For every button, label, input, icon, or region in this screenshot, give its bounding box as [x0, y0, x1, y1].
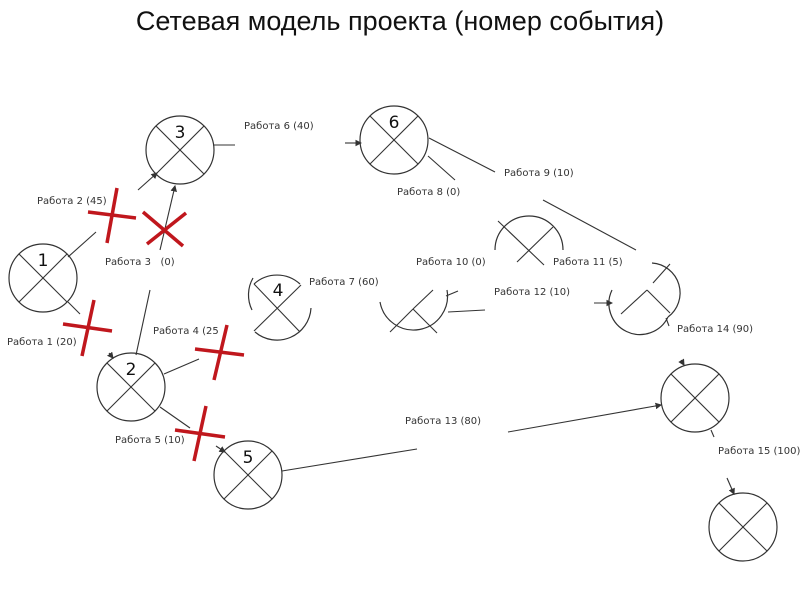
- edge-work-9: [428, 137, 496, 173]
- edge-work-1: [67, 301, 81, 315]
- work-label-2: Работа 2 (45): [37, 196, 107, 207]
- work-label-4: Работа 4 (25: [153, 326, 219, 337]
- event-node-1[interactable]: 1: [8, 243, 78, 313]
- work-label-12: Работа 12 (10): [494, 287, 570, 298]
- event-node-8: [494, 215, 564, 266]
- edge-work-2-3-link: [135, 289, 151, 356]
- event-number: 6: [389, 113, 400, 133]
- edge-work-2-head: [137, 172, 158, 191]
- work-label-11: Работа 11 (5): [553, 257, 623, 268]
- edge-work-2: [67, 231, 97, 258]
- event-node-4[interactable]: 4: [247, 274, 312, 341]
- edge-work-5: [159, 406, 191, 429]
- event-node-3[interactable]: 3: [145, 115, 215, 185]
- event-node-6[interactable]: 6: [359, 105, 429, 175]
- cross-mark-work-1: [62, 299, 113, 357]
- edge-work-13: [281, 448, 418, 472]
- event-number: 1: [38, 251, 49, 271]
- work-label-5: Работа 5 (10): [115, 435, 185, 446]
- cross-mark-work-3: [141, 210, 188, 248]
- cross-marks: [62, 187, 245, 462]
- event-number: 4: [273, 281, 284, 301]
- event-node-9: [608, 262, 681, 336]
- edge-work-9b: [542, 199, 637, 251]
- edge-work-3: [159, 184, 177, 251]
- work-labels: Работа 1 (20) Работа 2 (45) Работа 3 (0)…: [7, 121, 800, 457]
- work-label-7: Работа 7 (60): [309, 277, 379, 288]
- edge-work-1-head: [106, 351, 114, 359]
- edge-work-4: [163, 358, 200, 375]
- work-label-15: Работа 15 (100): [718, 446, 800, 457]
- cross-mark-work-2: [87, 187, 137, 244]
- edge-work-15: [710, 429, 715, 438]
- edge-work-14: [665, 317, 670, 327]
- event-node-2[interactable]: 2: [96, 352, 166, 422]
- work-label-10: Работа 10 (0): [416, 257, 486, 268]
- event-node-10: [660, 363, 730, 433]
- work-label-9: Работа 9 (10): [504, 168, 574, 179]
- event-node-5[interactable]: 5: [213, 440, 283, 510]
- work-label-14: Работа 14 (90): [677, 324, 753, 335]
- cross-mark-work-5: [174, 405, 226, 462]
- work-label-8: Работа 8 (0): [397, 187, 460, 198]
- event-number: 3: [175, 123, 186, 143]
- diagram-title: Сетевая модель проекта (номер события): [135, 6, 665, 36]
- work-label-3: Работа 3 (0): [105, 257, 175, 268]
- work-edges: [67, 137, 735, 496]
- work-label-13: Работа 13 (80): [405, 416, 481, 427]
- event-number: 5: [243, 448, 254, 468]
- cross-mark-work-4: [194, 324, 245, 381]
- work-label-1: Работа 1 (20): [7, 337, 77, 348]
- event-node-11: [708, 492, 778, 562]
- edge-work-15-head: [726, 477, 735, 496]
- work-label-6: Работа 6 (40): [244, 121, 314, 132]
- edge-work-14-head: [678, 358, 685, 366]
- edge-work-13-head: [507, 402, 663, 433]
- event-number: 2: [126, 360, 137, 380]
- event-node-7: [379, 289, 486, 334]
- edge-work-8: [427, 155, 456, 181]
- edge-work-5-head: [215, 445, 226, 453]
